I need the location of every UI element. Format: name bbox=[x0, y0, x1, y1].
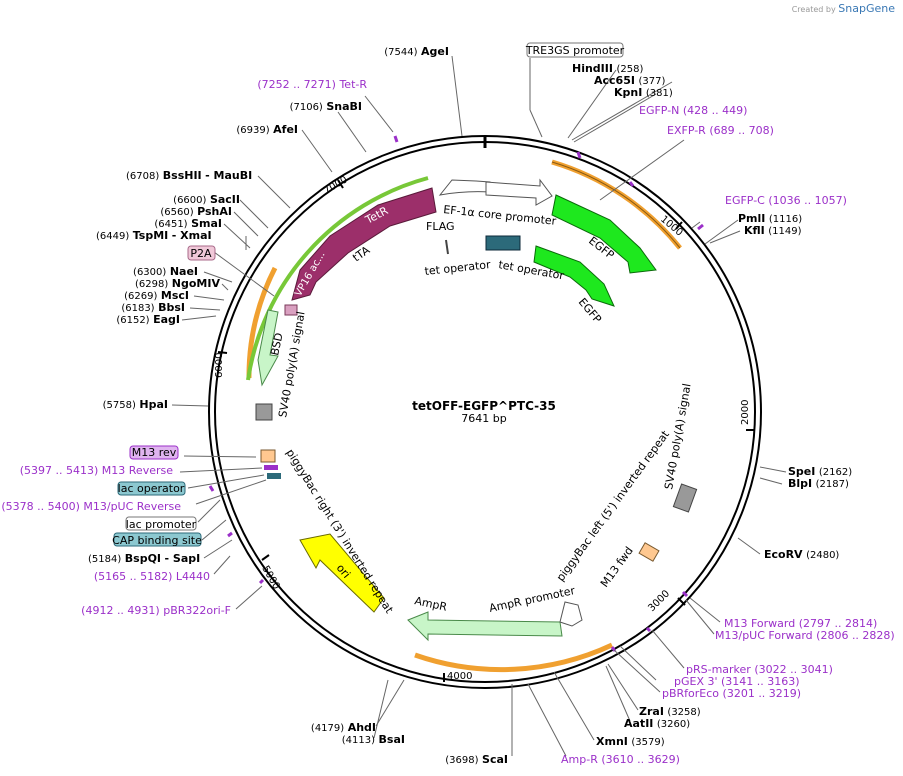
tick-marks bbox=[217, 179, 755, 682]
feature-lacprom: lac promoter bbox=[126, 518, 197, 531]
site-tspmi: (6449) TspMI - XmaI bbox=[96, 229, 212, 242]
primer-prs: pRS-marker (3022 .. 3041) bbox=[686, 663, 833, 676]
feature-flag-label: FLAG bbox=[426, 220, 455, 233]
site-sacii: (6600) SacII bbox=[173, 193, 240, 206]
sv40-box-right bbox=[672, 483, 698, 513]
site-pshai: (6560) PshAI bbox=[160, 205, 232, 218]
feature-p2a: P2A bbox=[190, 247, 212, 260]
site-agei: (7544) AgeI bbox=[384, 45, 449, 58]
primer-egfpc: EGFP-C (1036 .. 1057) bbox=[725, 194, 847, 207]
primer-exfpr: EXFP-R (689 .. 708) bbox=[667, 124, 774, 137]
primer-m13pucfwd: M13/pUC Forward (2806 .. 2828) bbox=[715, 629, 895, 642]
primer-arc-ampr bbox=[414, 642, 614, 673]
primer-ampr: Amp-R (3610 .. 3629) bbox=[561, 753, 680, 766]
feature-sv40a-label: SV40 poly(A) signal bbox=[276, 310, 307, 418]
primer-pgex: pGEX 3' (3141 .. 3163) bbox=[674, 675, 800, 688]
ef1a-arrow bbox=[438, 179, 491, 196]
feature-m13rev: M13 rev bbox=[132, 446, 177, 459]
snapgene-credit: Created by SnapGene bbox=[792, 2, 895, 15]
credit-prefix: Created by bbox=[791, 5, 836, 14]
site-bsai: (4113) BsaI bbox=[342, 733, 405, 746]
site-pmli: PmlI (1116) bbox=[738, 212, 802, 225]
ori-arrow bbox=[299, 533, 385, 613]
site-ahdi: (4179) AhdI bbox=[311, 721, 376, 734]
site-kfli: KflI (1149) bbox=[744, 224, 802, 237]
primer-egfpn: EGFP-N (428 .. 449) bbox=[639, 104, 747, 117]
site-ngomiv: (6298) NgoMIV bbox=[135, 277, 220, 290]
tre3gs-arrow bbox=[485, 178, 553, 206]
site-ecorv: EcoRV (2480) bbox=[764, 548, 839, 561]
primer-ticks bbox=[208, 135, 704, 652]
tick-7000: 7000 bbox=[322, 174, 350, 196]
tick-6000: 6000 bbox=[214, 353, 225, 378]
bsd-arrow bbox=[257, 309, 279, 387]
boxed-labels bbox=[113, 42, 624, 547]
site-eagi: (6152) EagI bbox=[116, 313, 180, 326]
site-zrai: ZraI (3258) bbox=[639, 705, 701, 718]
ampr-promoter-arrow bbox=[559, 601, 583, 627]
flag-mark bbox=[445, 239, 449, 255]
site-xmni: XmnI (3579) bbox=[596, 735, 665, 748]
primer-m13pucrev: (5378 .. 5400) M13/pUC Reverse bbox=[1, 500, 181, 513]
tick-4000: 4000 bbox=[447, 671, 472, 682]
feature-bsd-label: BSD bbox=[268, 332, 285, 357]
m13rev-block bbox=[264, 465, 278, 470]
feature-cap: CAP binding site bbox=[112, 534, 202, 547]
feature-lacop: lac operator bbox=[118, 482, 185, 495]
site-aatii: AatII (3260) bbox=[624, 717, 690, 730]
site-bspqi: (5184) BspQI - SapI bbox=[88, 552, 200, 565]
site-scai: (3698) ScaI bbox=[445, 753, 508, 766]
plasmid-size: 7641 bp bbox=[461, 412, 506, 425]
site-hindiii: HindIII (258) bbox=[572, 62, 643, 75]
sv40-box-left bbox=[255, 403, 273, 421]
tick-5000: 5000 bbox=[259, 564, 281, 592]
ampr-arrow bbox=[407, 611, 563, 642]
primer-tetr: (7252 .. 7271) Tet-R bbox=[257, 78, 367, 91]
site-blpi: BlpI (2187) bbox=[788, 477, 849, 490]
site-hpai: (5758) HpaI bbox=[103, 398, 168, 411]
feature-tetop1-label: tet operator bbox=[424, 258, 492, 278]
lacop-block bbox=[267, 473, 281, 479]
leader-lines bbox=[171, 55, 787, 757]
site-bsshii: (6708) BssHII - MauBI bbox=[126, 169, 252, 182]
site-snabi: (7106) SnaBI bbox=[290, 100, 362, 113]
feature-ef1a-label: EF-1α core promoter bbox=[443, 203, 558, 228]
primer-l4440: (5165 .. 5182) L4440 bbox=[94, 570, 210, 583]
site-kpni: KpnI (381) bbox=[614, 86, 673, 99]
primer-pbr322: (4912 .. 4931) pBR322ori-F bbox=[81, 604, 231, 617]
primer-m13rev: (5397 .. 5413) M13 Reverse bbox=[20, 464, 173, 477]
site-afei: (6939) AfeI bbox=[236, 123, 298, 136]
site-naei: (6300) NaeI bbox=[133, 265, 198, 278]
site-tre3gs: TRE3GS promoter bbox=[525, 44, 625, 57]
feature-ampr-label: AmpR bbox=[413, 594, 448, 614]
p2a-block bbox=[284, 304, 298, 316]
site-smai: (6451) SmaI bbox=[154, 217, 222, 230]
egfp-arrow-outer bbox=[551, 194, 657, 274]
lac-block bbox=[260, 449, 276, 463]
egfp-arrow-inner bbox=[533, 245, 615, 307]
feature-pbright-label: piggyBac right (3') inverted repeat bbox=[283, 447, 396, 616]
m13fwd-block bbox=[638, 542, 660, 562]
site-acc65i: Acc65I (377) bbox=[594, 74, 665, 87]
site-bbsi: (6183) BbsI bbox=[121, 301, 185, 314]
tick-2000: 2000 bbox=[740, 400, 751, 425]
tta-green-arc bbox=[246, 176, 429, 381]
feature-m13fwd-label: M13 fwd bbox=[598, 544, 636, 589]
site-msci: (6269) MscI bbox=[124, 289, 189, 302]
site-spei: SpeI (2162) bbox=[788, 465, 852, 478]
credit-brand: SnapGene bbox=[838, 2, 895, 15]
tet-operator-block bbox=[485, 235, 521, 251]
plasmid-name: tetOFF-EGFP^PTC-35 bbox=[412, 399, 556, 413]
tetr-arrow bbox=[291, 187, 437, 301]
primer-m13fwd: M13 Forward (2797 .. 2814) bbox=[724, 617, 877, 630]
primer-pbrforeco: pBRforEco (3201 .. 3219) bbox=[662, 687, 801, 700]
